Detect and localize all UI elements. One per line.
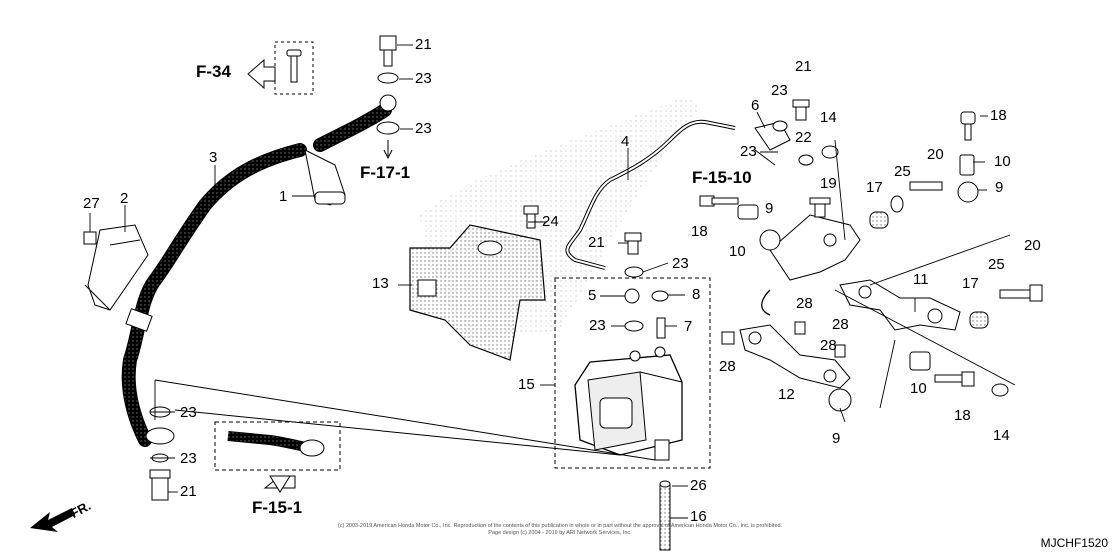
callout-9c: 9: [832, 430, 841, 447]
callout-24: 24: [542, 213, 559, 230]
callout-1: 1: [279, 188, 288, 205]
abs-modulator-15: [574, 346, 683, 461]
callout-23d: 23: [740, 143, 757, 160]
ref-f17-1[interactable]: F-17-1: [360, 163, 411, 182]
diagram-code: MJCHF1520: [1040, 536, 1108, 550]
callout-3: 3: [209, 149, 218, 166]
callout-2: 2: [120, 190, 129, 207]
lower-banjo: [145, 406, 175, 501]
callout-23f: 23: [589, 317, 606, 334]
pin-16: [659, 483, 671, 551]
top-bolt-group: [376, 35, 400, 160]
callout-28a: 28: [796, 295, 813, 312]
callout-23h: 23: [180, 450, 197, 467]
callout-10c: 10: [910, 380, 927, 397]
callout-14b: 14: [993, 427, 1010, 444]
callout-20b: 20: [1024, 237, 1041, 254]
callout-10b: 10: [994, 153, 1011, 170]
callout-9b: 9: [995, 179, 1004, 196]
callout-14a: 14: [820, 109, 837, 126]
callout-9a: 9: [765, 200, 774, 217]
callout-10a: 10: [729, 243, 746, 260]
callout-23b: 23: [415, 120, 432, 137]
callout-17a: 17: [866, 179, 883, 196]
callout-16: 16: [690, 508, 707, 525]
callout-26: 26: [690, 477, 707, 494]
callout-21a: 21: [415, 36, 432, 53]
callout-20a: 20: [927, 146, 944, 163]
callout-4: 4: [621, 133, 630, 150]
callout-15: 15: [518, 376, 535, 393]
bracket-13: [409, 224, 546, 361]
callout-13: 13: [372, 275, 389, 292]
callout-18c: 18: [954, 407, 971, 424]
callout-8: 8: [692, 286, 701, 303]
copyright-line-2: Page design (c) 2004 - 2019 by ARI Netwo…: [488, 530, 632, 536]
callout-21c: 21: [588, 234, 605, 251]
fr-arrow: [30, 508, 75, 532]
copyright-notice: (c) 2003-2019 American Honda Motor Co., …: [300, 523, 820, 537]
callout-23g: 23: [180, 404, 197, 421]
leader-lines: [89, 44, 1016, 519]
callout-21d: 21: [180, 483, 197, 500]
ref-f15-1[interactable]: F-15-1: [252, 498, 303, 517]
bracket-2: [83, 224, 149, 311]
callout-7: 7: [684, 318, 693, 335]
callout-11: 11: [913, 271, 929, 288]
callout-23a: 23: [415, 70, 432, 87]
callout-19: 19: [820, 175, 837, 192]
callout-27: 27: [83, 195, 100, 212]
bracket-12: [739, 324, 851, 389]
f34-ref-group: [247, 41, 314, 95]
callout-22: 22: [795, 129, 812, 146]
callout-28b: 28: [832, 316, 849, 333]
bracket-11: [839, 279, 961, 331]
copyright-line-1: (c) 2003-2019 American Honda Motor Co., …: [337, 523, 783, 529]
callout-25a: 25: [894, 163, 911, 180]
callout-5: 5: [588, 287, 597, 304]
callout-12: 12: [778, 386, 795, 403]
callout-23e: 23: [672, 255, 689, 272]
abs-dashed-box: [554, 277, 711, 469]
callout-6: 6: [751, 97, 760, 114]
callout-21b: 21: [795, 58, 812, 75]
callout-25b: 25: [988, 256, 1005, 273]
callout-28c: 28: [719, 358, 736, 375]
ref-f15-10[interactable]: F-15-10: [692, 168, 752, 187]
callout-18b: 18: [990, 107, 1007, 124]
callout-28d: 28: [820, 337, 837, 354]
callout-18a: 18: [691, 223, 708, 240]
callout-23c: 23: [771, 82, 788, 99]
ref-f34[interactable]: F-34: [196, 62, 231, 81]
clamp-1: [304, 149, 346, 206]
callout-17b: 17: [962, 275, 979, 292]
